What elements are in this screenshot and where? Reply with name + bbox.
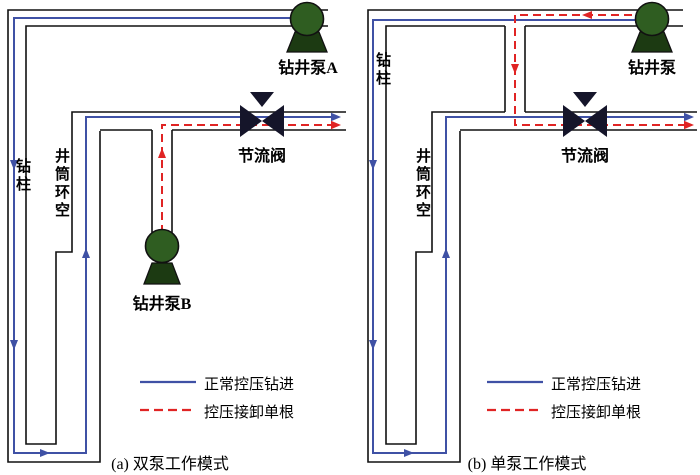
- flow-arrow-down: [10, 160, 18, 170]
- panel-b-diagram: [367, 1, 697, 463]
- pipe-outline: [7, 9, 328, 463]
- normal-flow-line: [372, 19, 690, 454]
- flow-arrow-down: [10, 340, 18, 350]
- legend-a-connection-label: 控压接卸单根: [204, 405, 295, 421]
- flow-arrow-right: [404, 449, 414, 457]
- panel-b-caption: (b) 单泵工作模式: [467, 456, 587, 473]
- flow-arrow-up: [82, 248, 90, 258]
- flow-arrow-right: [331, 112, 341, 122]
- legend-a-normal-label: 正常控压钻进: [204, 377, 295, 393]
- panel-b-normal-flow-line: [369, 19, 694, 457]
- panel-a-diagram: [7, 1, 346, 463]
- annulus-b-label: 井筒环空: [414, 148, 430, 220]
- pump-a-label: 钻井泵A: [278, 60, 338, 77]
- panel-a-normal-flow-line: [10, 17, 341, 457]
- panel-a-pipes: [7, 9, 346, 463]
- pipe-outline: [367, 9, 683, 463]
- pump-a-icon: [286, 1, 328, 53]
- legend-b-connection-label: 控压接卸单根: [551, 405, 642, 421]
- panel-a-caption: (a) 双泵工作模式: [111, 456, 229, 473]
- pump-base: [631, 31, 673, 53]
- legend-a-samples: [140, 380, 196, 412]
- flow-arrow-right: [40, 449, 50, 457]
- valve-actuator: [573, 92, 597, 107]
- pump-base: [143, 262, 181, 285]
- flow-arrow-down: [369, 160, 377, 170]
- annulus-a-label: 井筒环空: [53, 148, 69, 220]
- pipe-outline: [25, 25, 346, 445]
- pump-base: [286, 31, 328, 53]
- flow-arrow-up: [442, 248, 450, 258]
- panel-a-connection-flow-line: [158, 120, 341, 233]
- flow-arrow-right: [684, 112, 694, 122]
- valve-right-wedge: [585, 105, 607, 137]
- valve-left-wedge: [240, 105, 262, 137]
- choke-valve-b-icon: [563, 92, 607, 137]
- pump-body: [634, 1, 670, 37]
- flow-arrow-down: [369, 340, 377, 350]
- flow-arrow-down: [511, 64, 519, 74]
- valve-b-label: 节流阀: [560, 148, 609, 165]
- valve-actuator: [250, 92, 274, 107]
- pump-body: [289, 1, 325, 37]
- legend-b-samples: [487, 380, 543, 412]
- pump-b-icon: [143, 228, 181, 285]
- legend-b-normal-label: 正常控压钻进: [551, 377, 642, 393]
- valve-right-wedge: [262, 105, 284, 137]
- drill-string-a-label: 钻柱: [14, 158, 30, 194]
- valve-a-label: 节流阀: [237, 148, 286, 165]
- flow-arrow-right: [684, 120, 694, 130]
- flow-arrow-up: [158, 148, 166, 158]
- flow-arrow-right: [331, 120, 341, 130]
- choke-valve-a-icon: [240, 92, 284, 137]
- pipe-outline: [385, 25, 505, 445]
- flow-arrow-left: [582, 11, 592, 19]
- valve-left-wedge: [563, 105, 585, 137]
- pump-single-label: 钻井泵: [627, 60, 676, 77]
- pump-single-icon: [631, 1, 673, 53]
- drill-string-b-label: 钻柱: [374, 52, 390, 88]
- pump-body: [144, 228, 180, 264]
- pump-b-label: 钻井泵B: [132, 296, 192, 313]
- panel-b-pipes: [367, 9, 697, 463]
